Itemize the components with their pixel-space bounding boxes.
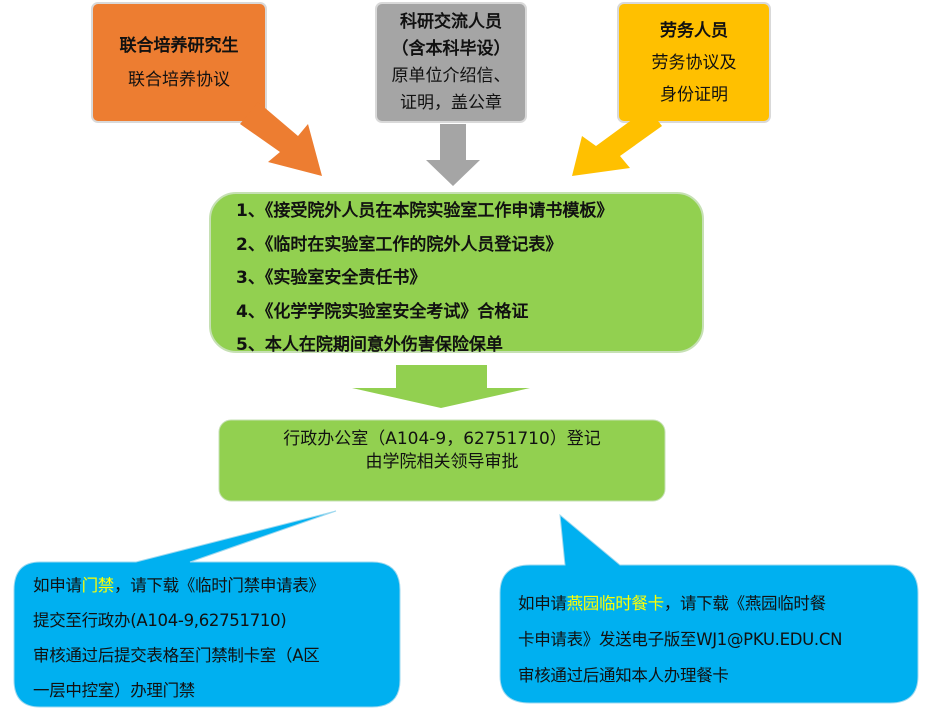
source-title: 科研交流人员	[400, 11, 502, 32]
meal-prefix: 如申请	[518, 594, 567, 613]
meal-card-text: 如申请燕园临时餐卡，请下载《燕园临时餐 卡申请表》发送电子版至WJ1@PKU.E…	[518, 586, 842, 694]
gray-arrow	[426, 124, 480, 186]
meal-callout	[499, 513, 919, 704]
meal-suffix: ，请下载《燕园临时餐	[663, 594, 826, 613]
orange-box	[91, 2, 267, 123]
yellow-box	[617, 2, 771, 123]
door-highlight: 门禁	[81, 576, 115, 595]
requirement-item: 3、《实验室安全责任书》	[236, 268, 427, 288]
door-prefix: 如申请	[33, 576, 82, 595]
door-access-text: 如申请门禁，请下载《临时门禁申请表》 提交至行政办(A104-9,6275171…	[33, 568, 325, 708]
meal-highlight: 燕园临时餐卡	[566, 594, 665, 613]
requirement-item: 2、《临时在实验室工作的院外人员登记表》	[236, 234, 563, 255]
source-doc: 原单位介绍信、	[391, 65, 511, 86]
source-doc: 身份证明	[660, 84, 728, 105]
door-callout	[13, 510, 401, 708]
source-doc: 联合培养协议	[128, 69, 230, 90]
requirement-item: 4、《化学学院实验室安全考试》合格证	[236, 301, 529, 322]
admin-text: 行政办公室（A104-9，62751710）登记 由学院相关领导审批	[219, 428, 665, 474]
yellow-arrow	[572, 108, 662, 176]
requirement-item: 5、本人在院期间意外伤害保险保单	[236, 335, 503, 355]
door-line: 提交至行政办(A104-9,62751710)	[33, 611, 287, 630]
meal-line: 审核通过后通知本人办理餐卡	[518, 666, 729, 685]
source-research-exchange: 科研交流人员 （含本科毕设） 原单位介绍信、 证明，盖公章	[376, 3, 526, 122]
requirements-list: 1、《接受院外人员在本院实验室工作申请书模板》 2、《临时在实验室工作的院外人员…	[236, 195, 613, 363]
admin-line: 行政办公室（A104-9，62751710）登记	[283, 429, 601, 449]
gray-box	[375, 2, 527, 123]
source-doc: 证明，盖公章	[400, 92, 502, 113]
door-line: 审核通过后提交表格至门禁制卡室（A区	[33, 646, 320, 665]
source-title: 联合培养研究生	[119, 35, 239, 56]
source-doc: 劳务协议及	[651, 52, 737, 73]
requirements-box	[209, 192, 704, 353]
admin-line: 由学院相关领导审批	[365, 452, 519, 472]
source-subtitle: （含本科毕设）	[391, 38, 511, 59]
source-labor: 劳务人员 劳务协议及 身份证明	[618, 3, 770, 122]
door-line: 一层中控室）办理门禁	[33, 681, 196, 700]
source-title: 劳务人员	[660, 20, 728, 41]
admin-box	[218, 419, 666, 502]
door-suffix: ，请下载《临时门禁申请表》	[114, 576, 325, 595]
meal-line: 卡申请表》发送电子版至WJ1@PKU.EDU.CN	[518, 630, 843, 649]
requirement-item: 1、《接受院外人员在本院实验室工作申请书模板》	[236, 201, 614, 221]
down-arrow	[352, 365, 530, 408]
source-joint-students: 联合培养研究生 联合培养协议	[92, 3, 266, 122]
orange-arrow	[240, 102, 322, 176]
